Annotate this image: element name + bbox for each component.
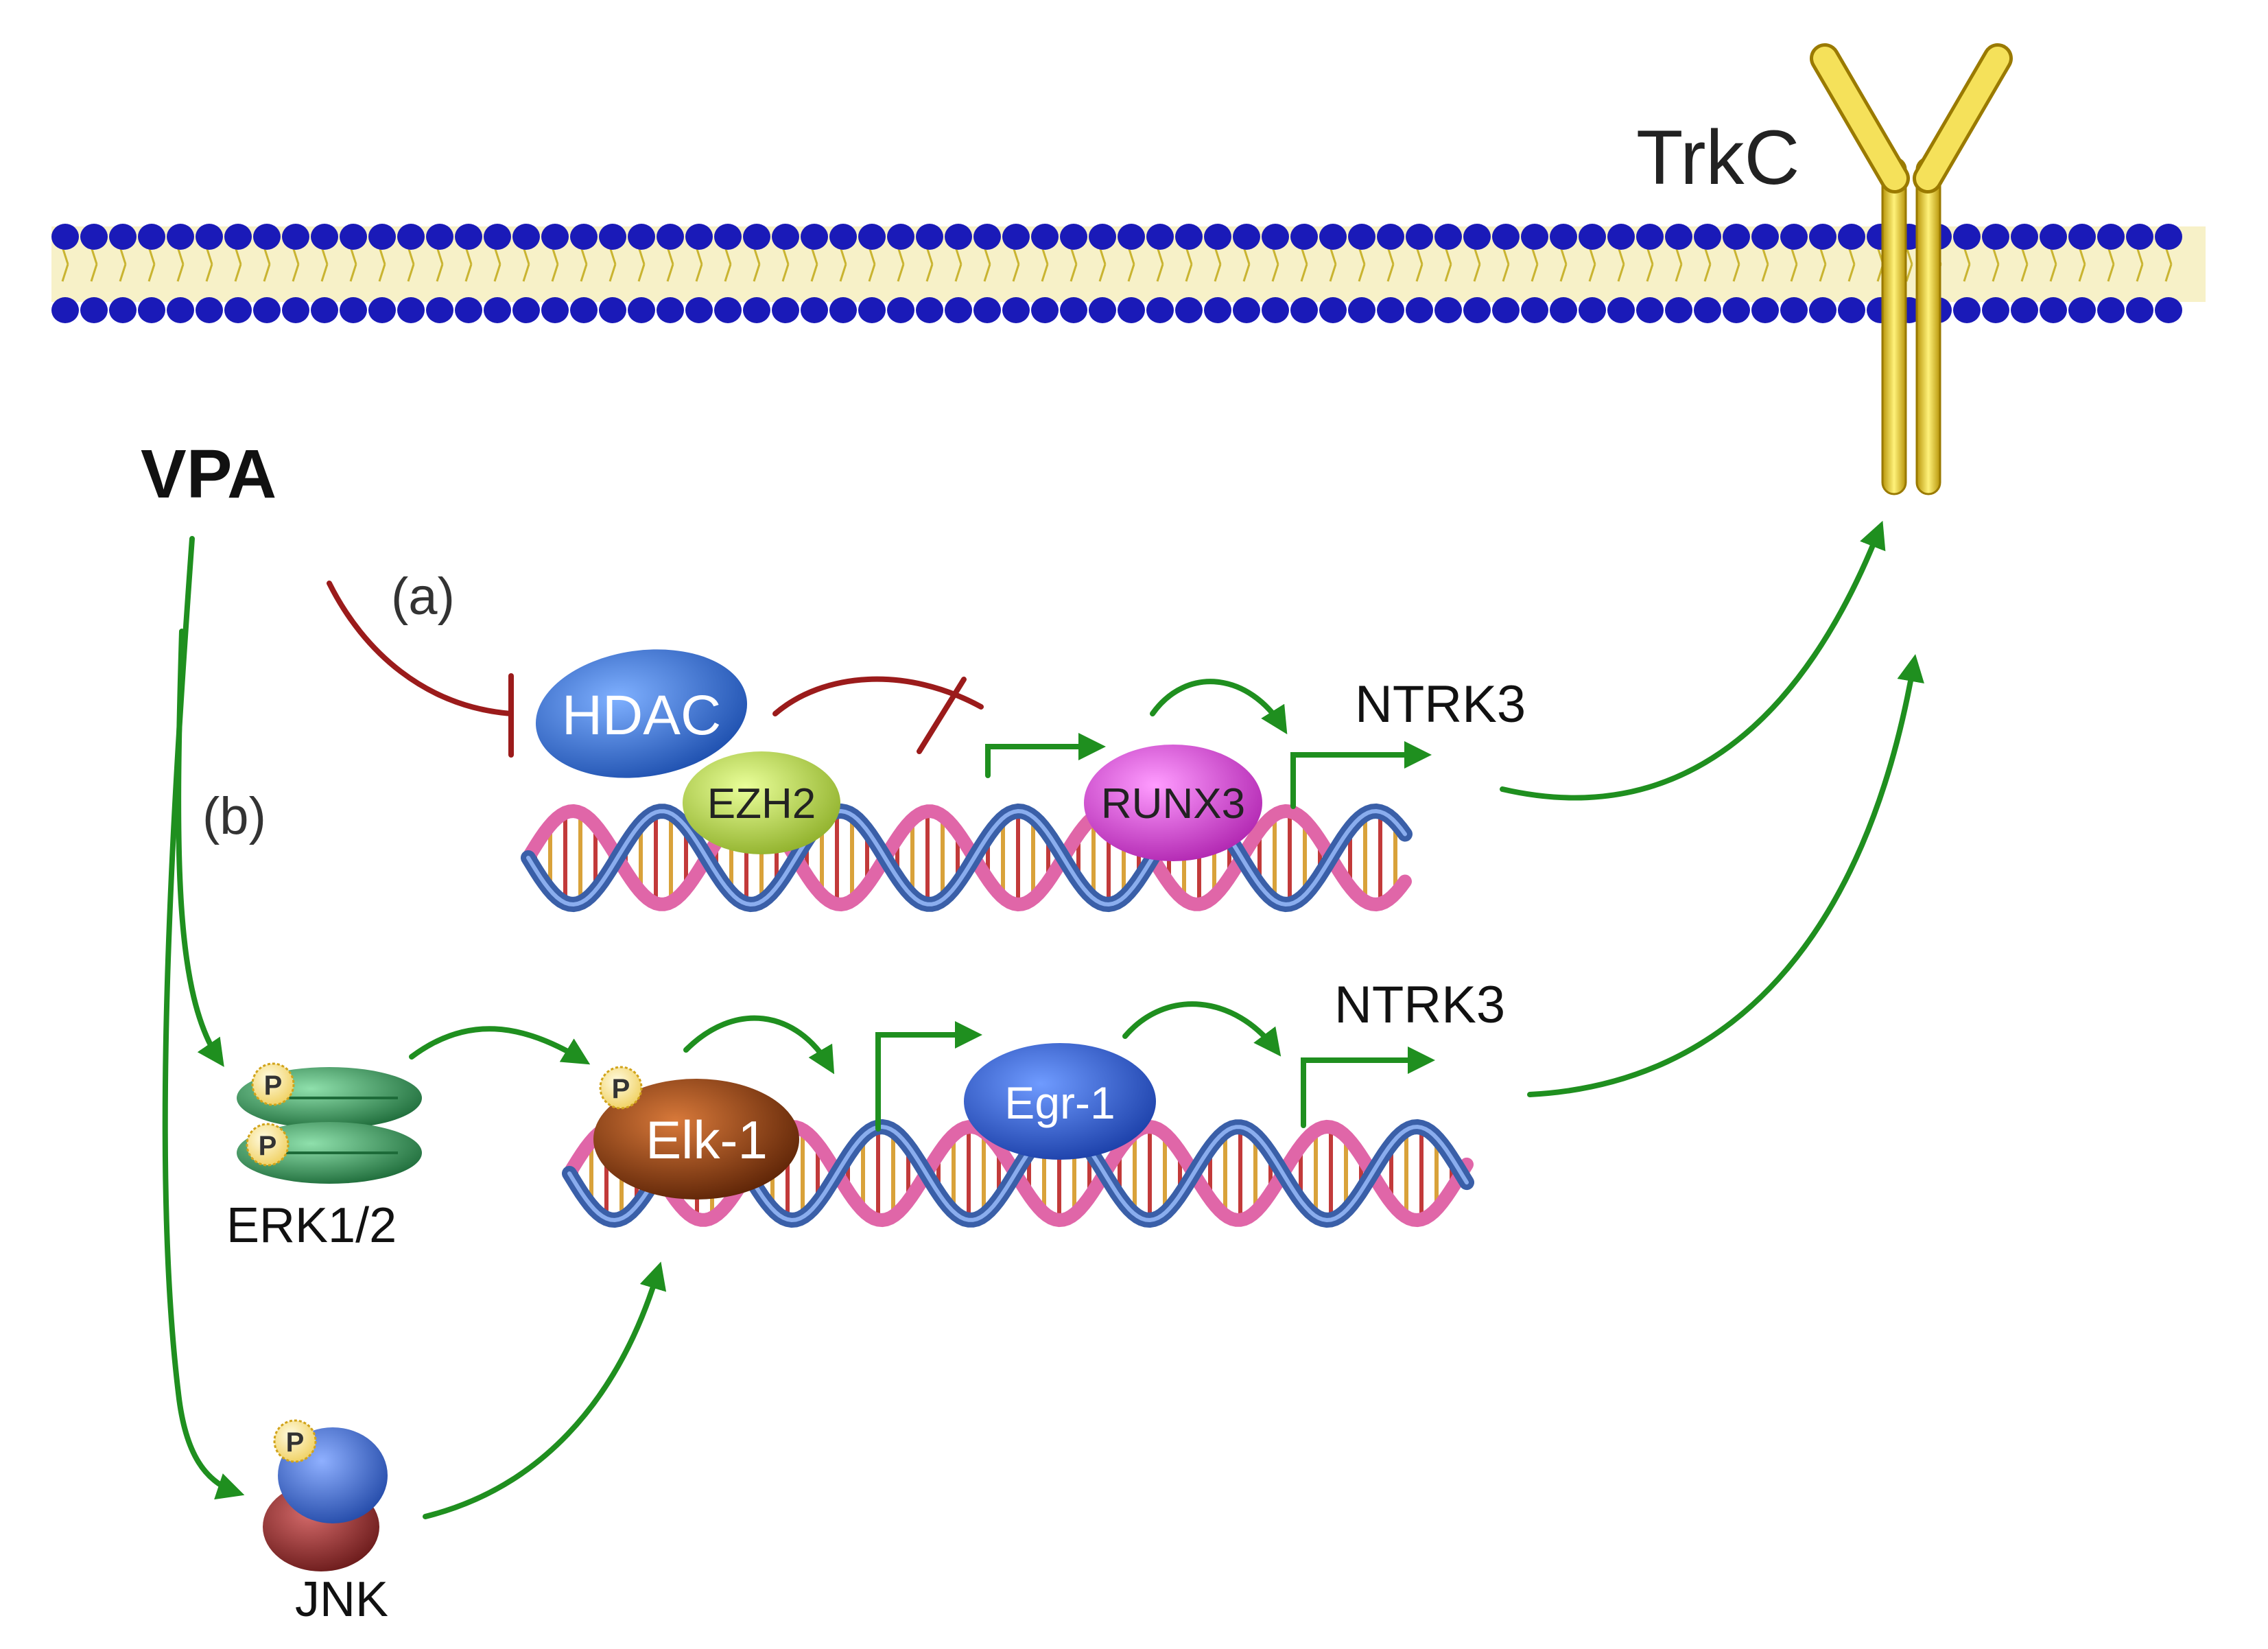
trkc-receptor: [1810, 43, 2013, 495]
inhibit-bar-runx3: [917, 677, 967, 754]
elk1-label: Elk-1: [646, 1110, 768, 1170]
arrow-jnk-elk1: [423, 1261, 667, 1519]
ntrk3-top-label: NTRK3: [1355, 675, 1526, 734]
hdac-label: HDAC: [562, 684, 721, 747]
cell-membrane: [51, 224, 2206, 323]
membrane-tails: [61, 246, 2173, 282]
phospho-jnk-label: P: [286, 1427, 305, 1458]
hdac-protein: HDAC: [535, 649, 748, 778]
runx3-protein: RUNX3: [1084, 745, 1262, 861]
branch-a-label: (a): [391, 568, 455, 626]
arrow-vpa-erk: [176, 629, 224, 1067]
inhibit-vpa-hdac: [327, 581, 514, 716]
arrow-erk-elk1: [409, 1026, 591, 1065]
arrow-ntrk3-bottom-trkc: [1527, 654, 1924, 1097]
arrow-elk1-promoter: [683, 1015, 835, 1075]
ezh2-label: EZH2: [707, 780, 816, 828]
arrow-ntrk3-bottom-start: [1301, 1046, 1435, 1128]
dna-helix-top: [521, 803, 1413, 913]
runx3-label: RUNX3: [1101, 780, 1245, 828]
elk1-protein: Elk-1: [593, 1079, 799, 1200]
activation-arrows: [162, 520, 1924, 1519]
phospho-erk-bottom: P: [246, 1123, 290, 1167]
egr1-protein: Egr-1: [964, 1043, 1156, 1160]
inhibit-hdac-runx3: [772, 676, 984, 716]
jnk-label: JNK: [295, 1572, 388, 1627]
arrow-ntrk3-top-start: [1290, 741, 1432, 809]
erk-label: ERK1/2: [226, 1198, 397, 1253]
arrow-egr1-ntrk3: [1122, 1001, 1281, 1057]
phospho-erk-bottom-label: P: [259, 1131, 277, 1161]
inhibition-lines: [327, 581, 984, 758]
trkc-label: TrkC: [1636, 115, 1799, 200]
arrow-egr1-promoter-start: [875, 1021, 982, 1132]
jnk-protein: [263, 1427, 388, 1571]
phospho-elk1: P: [599, 1066, 643, 1110]
ezh2-protein: EZH2: [683, 751, 840, 854]
branch-b-label: (b): [202, 787, 266, 845]
egr1-label: Egr-1: [1004, 1077, 1115, 1128]
membrane-heads-top: [51, 224, 2182, 250]
ntrk3-bottom-label: NTRK3: [1334, 976, 1505, 1034]
phospho-jnk: P: [273, 1419, 317, 1463]
phospho-erk-top-label: P: [264, 1071, 283, 1101]
arrow-runx3-ntrk3: [1150, 679, 1288, 735]
vpa-label: VPA: [141, 436, 276, 513]
phospho-erk-top: P: [251, 1062, 295, 1106]
arrow-ntrk3-top-trkc: [1500, 520, 1886, 801]
phospho-elk1-label: P: [612, 1074, 630, 1104]
arrow-runx3-promoter-start: [985, 733, 1106, 778]
